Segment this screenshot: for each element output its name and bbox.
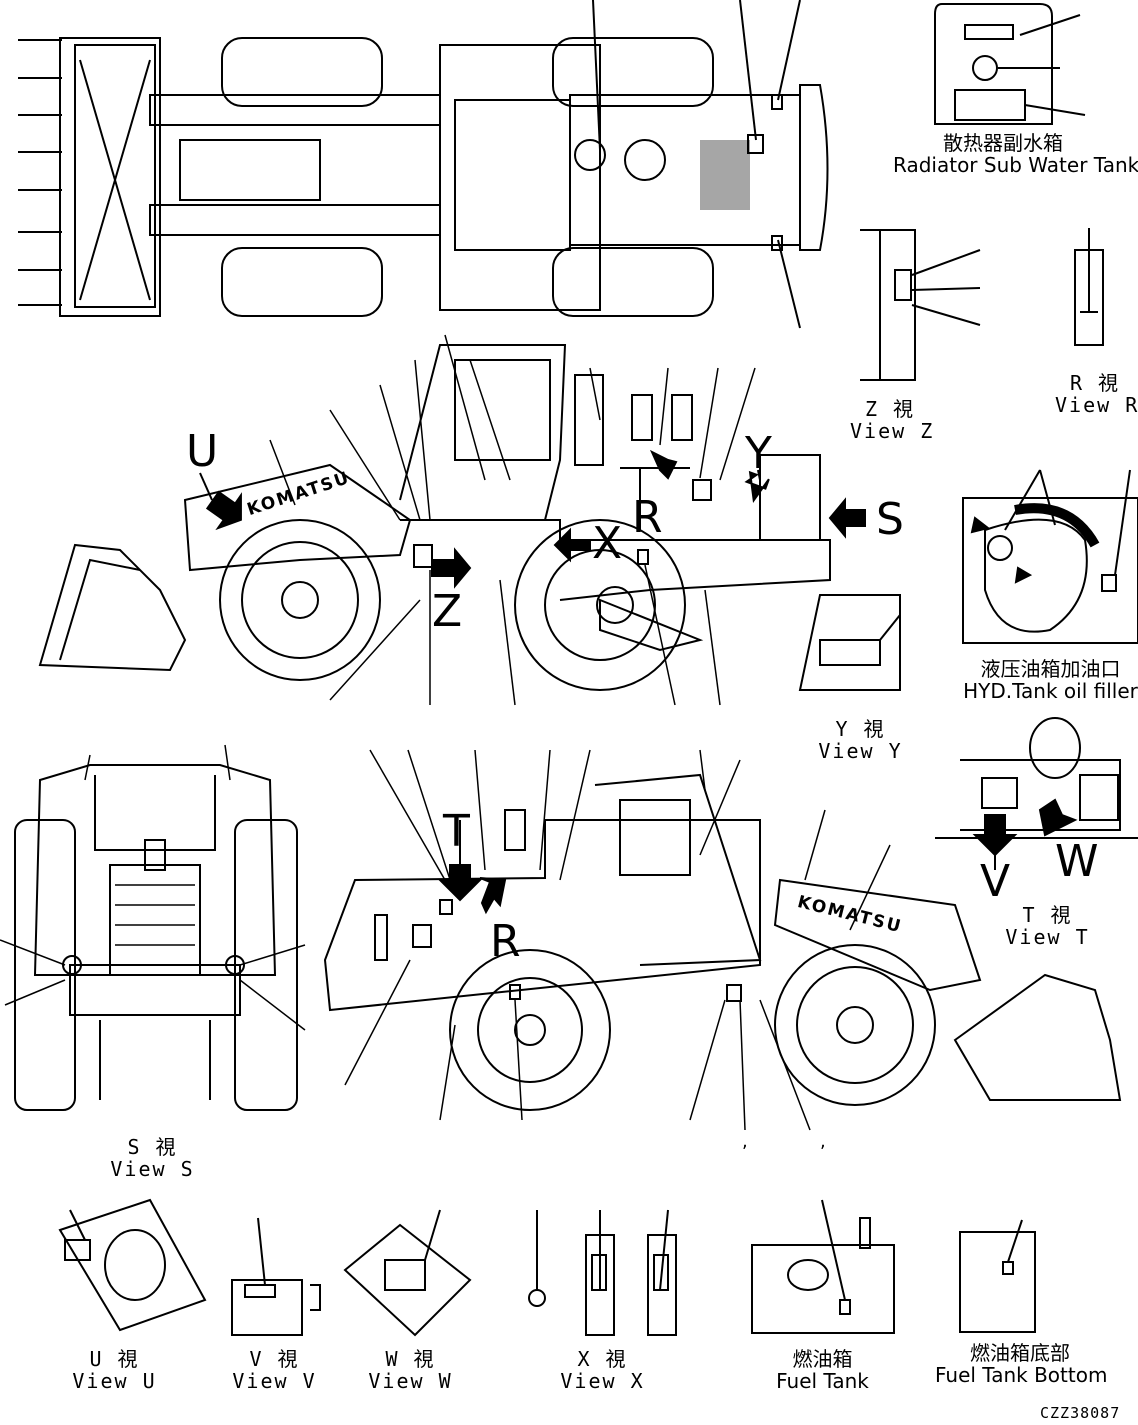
hyd-tank-filler-label-en: HYD.Tank oil filler bbox=[963, 679, 1138, 703]
view-w-label-cn: W 視 bbox=[385, 1347, 436, 1371]
view-s-label-en: View S bbox=[110, 1157, 195, 1181]
view-t-label-cn: T 視 bbox=[1022, 903, 1073, 927]
radiator-sub-tank-detail bbox=[935, 4, 1085, 124]
fuel-tank-detail bbox=[752, 1200, 894, 1333]
radiator-sub-tank-label-en: Radiator Sub Water Tank bbox=[893, 153, 1138, 177]
arrow-letter-r-bottom: R bbox=[490, 916, 521, 967]
view-w-label-en: View W bbox=[368, 1369, 453, 1393]
view-x-detail bbox=[529, 1210, 676, 1335]
view-y-detail bbox=[800, 595, 900, 690]
view-u-detail bbox=[60, 1200, 205, 1330]
view-u-label: U 視 View U bbox=[72, 1348, 157, 1392]
fuel-tank-bottom-label-cn: 燃油箱底部 bbox=[970, 1341, 1070, 1365]
fuel-tank-label-cn: 燃油箱 bbox=[792, 1347, 853, 1371]
arrow-letter-x: X bbox=[592, 518, 623, 569]
arrow-letter-u: U bbox=[186, 426, 219, 477]
view-x-label-cn: X 視 bbox=[577, 1347, 628, 1371]
view-w-label: W 視 View W bbox=[368, 1348, 453, 1392]
fuel-tank-label: 燃油箱 Fuel Tank bbox=[765, 1348, 880, 1392]
view-y-label-en: View Y bbox=[818, 739, 903, 763]
arrow-letter-y: Y bbox=[745, 428, 772, 479]
arrow-letter-w: W bbox=[1055, 836, 1099, 887]
radiator-sub-tank-label: 散热器副水箱 Radiator Sub Water Tank bbox=[893, 131, 1138, 177]
view-t-label-en: View T bbox=[1005, 925, 1090, 949]
view-s-label: S 視 View S bbox=[110, 1136, 195, 1180]
view-r-label-en: View R bbox=[1055, 393, 1138, 417]
view-u-label-cn: U 視 bbox=[89, 1347, 140, 1371]
stray-mark-2: , bbox=[820, 1131, 826, 1152]
view-x-label: X 視 View X bbox=[560, 1348, 645, 1392]
top-plan-view bbox=[18, 0, 828, 328]
arrow-letter-r-top: R bbox=[632, 492, 663, 543]
view-v-detail bbox=[232, 1218, 320, 1335]
arrow-letter-z: Z bbox=[432, 586, 463, 637]
fuel-tank-bottom-label-en: Fuel Tank Bottom bbox=[935, 1363, 1108, 1387]
view-z-label: Z 視 View Z bbox=[850, 397, 935, 443]
hyd-tank-filler-detail bbox=[963, 470, 1138, 643]
view-y-label: Y 視 View Y bbox=[818, 718, 903, 762]
view-r-label-cn: R 視 bbox=[1069, 371, 1121, 395]
view-z-label-en: View Z bbox=[850, 419, 935, 443]
view-t-detail bbox=[935, 718, 1138, 870]
fuel-tank-bottom-detail bbox=[960, 1220, 1035, 1332]
front-view-s bbox=[0, 745, 305, 1110]
radiator-sub-tank-label-cn: 散热器副水箱 bbox=[943, 131, 1063, 155]
side-view-left bbox=[40, 335, 865, 705]
hyd-tank-filler-label-cn: 液压油箱加油口 bbox=[980, 657, 1121, 681]
view-t-label: T 視 View T bbox=[1005, 904, 1090, 948]
hyd-tank-filler-label: 液压油箱加油口 HYD.Tank oil filler bbox=[963, 658, 1138, 702]
arrow-letter-t: T bbox=[443, 806, 470, 857]
view-x-label-en: View X bbox=[560, 1369, 645, 1393]
view-s-label-cn: S 視 bbox=[127, 1135, 178, 1159]
stray-mark-1: , bbox=[742, 1131, 748, 1152]
view-w-detail bbox=[345, 1210, 470, 1335]
fuel-tank-label-en: Fuel Tank bbox=[776, 1369, 869, 1393]
view-r-detail bbox=[1075, 228, 1103, 345]
view-u-label-en: View U bbox=[72, 1369, 157, 1393]
view-y-label-cn: Y 視 bbox=[835, 717, 886, 741]
drawing-code: CZZ38087 bbox=[1040, 1404, 1121, 1422]
view-v-label: V 視 View V bbox=[232, 1348, 317, 1392]
arrow-letter-s: S bbox=[876, 494, 904, 545]
fuel-tank-bottom-label: 燃油箱底部 Fuel Tank Bottom bbox=[935, 1341, 1108, 1387]
view-z-label-cn: Z 視 bbox=[864, 397, 916, 421]
view-r-label: R 視 View R bbox=[1055, 371, 1138, 417]
arrow-letter-v: V bbox=[980, 856, 1011, 907]
view-v-label-en: View V bbox=[232, 1369, 317, 1393]
view-z-detail bbox=[860, 230, 980, 380]
view-v-label-cn: V 視 bbox=[249, 1347, 300, 1371]
side-view-right bbox=[325, 750, 1120, 1130]
